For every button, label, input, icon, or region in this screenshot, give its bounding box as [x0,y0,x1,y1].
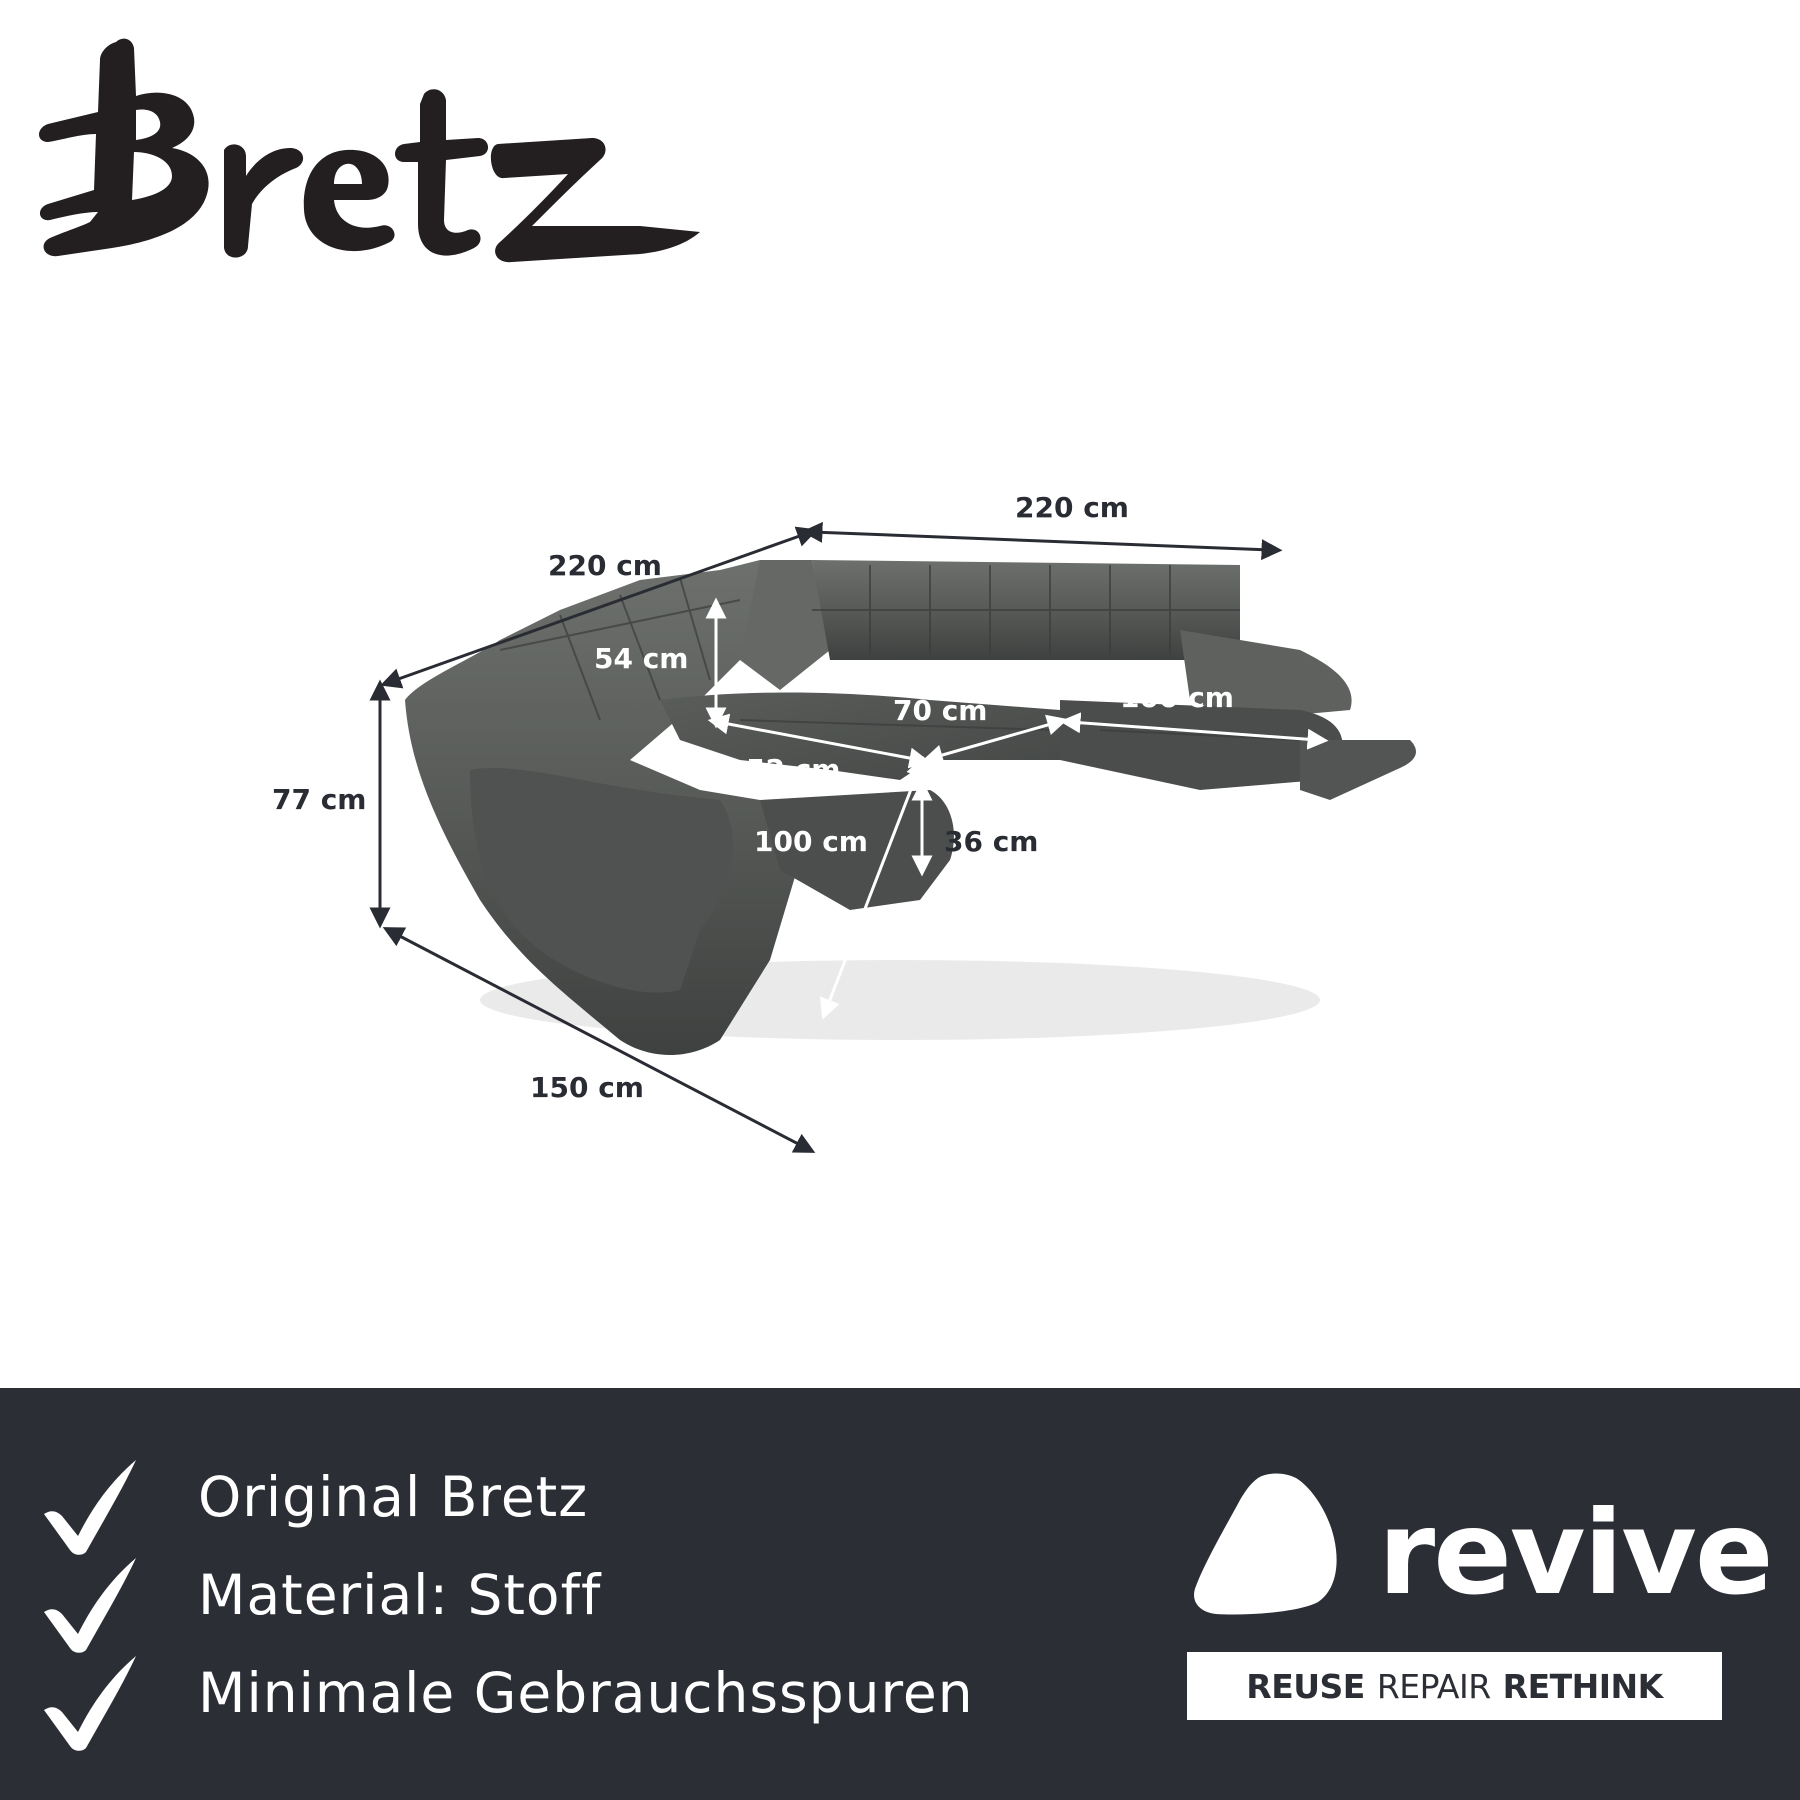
dim-backrest-height: 54 cm [594,642,689,675]
revive-logo-icon [1194,1473,1337,1615]
revive-tagline: REUSE REPAIR RETHINK [1187,1652,1722,1720]
checkmark-icon [44,1656,136,1751]
dim-depth-front: 150 cm [530,1071,644,1104]
tagline-repair: REPAIR [1376,1666,1491,1706]
sofa-illustration [369,521,1416,1153]
tagline-reuse: REUSE [1246,1666,1365,1706]
bretz-logo [39,38,700,263]
feature-item: Original Bretz [40,1456,1040,1555]
feature-text: Original Bretz [198,1465,589,1529]
checkmark-icon [44,1558,136,1653]
tagline-rethink: RETHINK [1502,1666,1664,1706]
dim-seat-depth-left: 52 cm [746,753,841,786]
revive-wordmark: revive [1378,1486,1774,1621]
product-image-area: 220 cm 220 cm 54 cm 77 cm 70 cm 100 cm 5… [39,38,1416,1153]
dim-seat-depth-right: 100 cm [1120,681,1234,714]
feature-item: Minimale Gebrauchsspuren [40,1652,1040,1751]
dim-back-width-right: 220 cm [1015,491,1129,524]
feature-text: Minimale Gebrauchsspuren [198,1661,974,1725]
feature-item: Material: Stoff [40,1554,1040,1653]
dim-seat-height: 36 cm [944,825,1039,858]
feature-text: Material: Stoff [198,1563,602,1627]
dim-seat-depth-corner: 70 cm [893,694,988,727]
dim-total-height: 77 cm [272,783,367,816]
dim-lounge-length: 100 cm [754,825,868,858]
dim-back-width-left: 220 cm [548,549,662,582]
info-panel: Original Bretz Material: Stoff Minimale … [0,1388,1800,1800]
checkmark-icon [44,1460,136,1555]
